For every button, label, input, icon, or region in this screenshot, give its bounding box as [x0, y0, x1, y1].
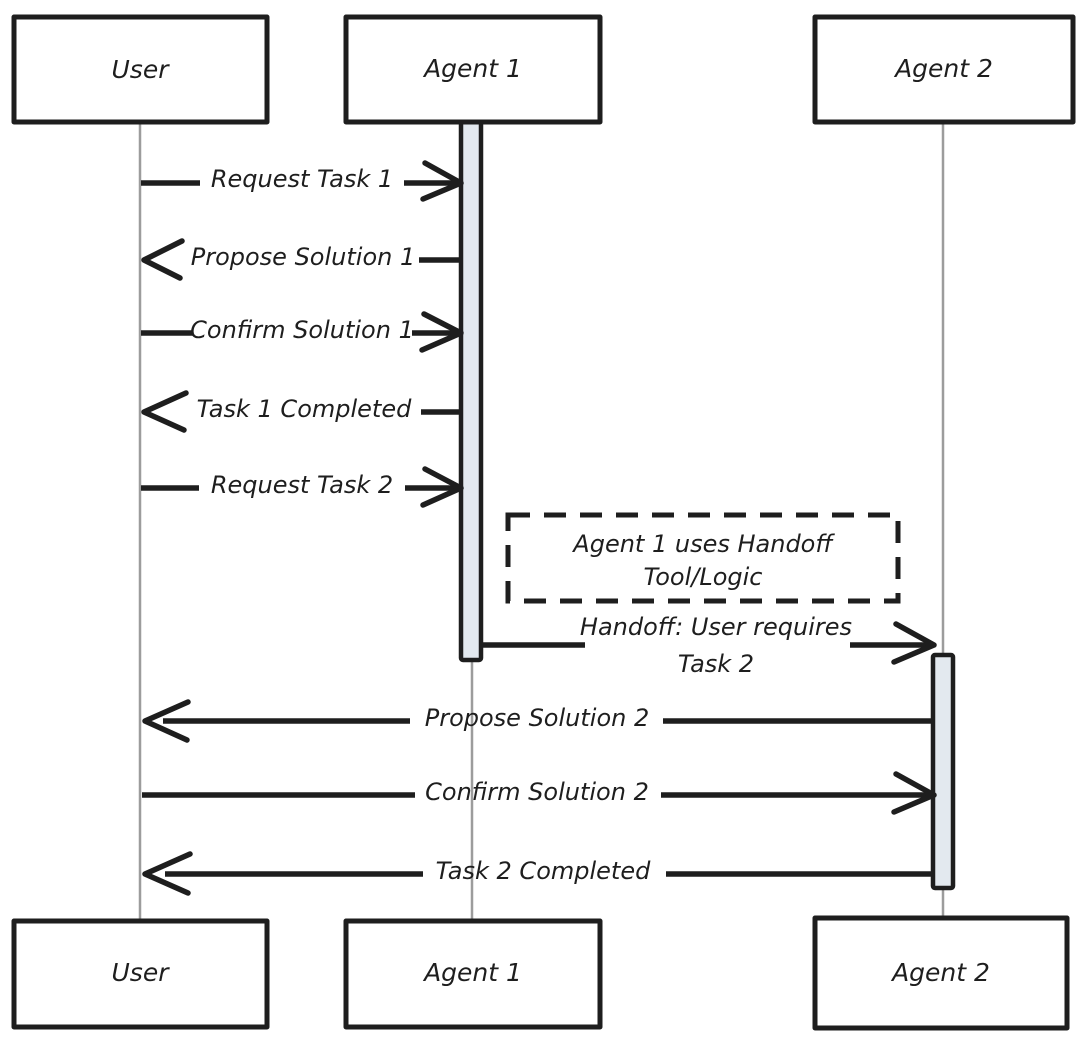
- note-label-line-2: Tool/Logic: [644, 563, 763, 591]
- message-handoff-user-requires-task-2[interactable]: Handoff: User requires Task 2: [483, 613, 937, 678]
- message-label-line-2: Task 2: [678, 650, 754, 678]
- participant-agent1-bottom[interactable]: Agent 1: [343, 918, 603, 1030]
- message-label: Propose Solution 2: [425, 704, 650, 732]
- participant-label: Agent 2: [893, 54, 993, 83]
- message-label: Request Task 1: [211, 165, 393, 193]
- message-task-2-completed[interactable]: Task 2 Completed: [142, 851, 932, 896]
- message-propose-solution-2[interactable]: Propose Solution 2: [142, 699, 932, 743]
- message-confirm-solution-1[interactable]: Confirm Solution 1: [141, 311, 464, 353]
- participant-box: [11, 14, 270, 125]
- arrowhead-right-icon: [891, 771, 937, 815]
- message-label: Confirm Solution 1: [190, 316, 414, 344]
- message-label: Propose Solution 1: [191, 243, 416, 271]
- participants-top: User Agent 1 Agent 2: [11, 14, 1076, 125]
- message-label: Task 1 Completed: [197, 395, 412, 423]
- arrowhead-left-icon: [142, 699, 191, 743]
- message-label: Task 2 Completed: [436, 857, 651, 885]
- arrowhead-left-icon: [141, 390, 189, 433]
- participant-label: User: [112, 958, 171, 987]
- message-label: Confirm Solution 2: [425, 778, 649, 806]
- participant-agent1-top[interactable]: Agent 1: [343, 14, 603, 125]
- message-task-1-completed[interactable]: Task 1 Completed: [141, 390, 460, 433]
- handoff-note: Agent 1 uses Handoff Tool/Logic: [505, 512, 901, 604]
- message-propose-solution-1[interactable]: Propose Solution 1: [141, 238, 460, 281]
- participant-box: [343, 918, 603, 1030]
- message-request-task-1[interactable]: Request Task 1: [141, 160, 464, 202]
- participant-label: User: [112, 55, 171, 84]
- participant-box: [343, 14, 603, 125]
- message-confirm-solution-2[interactable]: Confirm Solution 2: [142, 771, 937, 815]
- note-label-line-1: Agent 1 uses Handoff: [571, 530, 835, 558]
- participant-agent2-bottom[interactable]: Agent 2: [812, 915, 1070, 1031]
- arrowhead-right-icon: [420, 160, 464, 202]
- arrowhead-right-icon: [419, 311, 464, 353]
- activation-bars: [458, 119, 956, 891]
- activation-bar-agent2: [930, 652, 956, 891]
- participants-bottom: User Agent 1 Agent 2: [11, 915, 1070, 1031]
- participant-agent2-top[interactable]: Agent 2: [812, 14, 1076, 125]
- note-box: [505, 512, 901, 604]
- arrowhead-right-icon: [420, 466, 464, 508]
- arrowhead-left-icon: [142, 851, 193, 896]
- participant-box: [812, 915, 1070, 1031]
- activation-bar-agent1: [458, 119, 484, 663]
- message-label-line-1: Handoff: User requires: [580, 613, 852, 641]
- participant-label: Agent 2: [890, 958, 990, 987]
- participant-user-bottom[interactable]: User: [11, 918, 270, 1030]
- message-request-task-2[interactable]: Request Task 2: [141, 466, 464, 508]
- participant-label: Agent 1: [422, 958, 522, 987]
- participant-box: [11, 918, 270, 1030]
- participant-box: [812, 14, 1076, 125]
- arrowhead-left-icon: [141, 238, 185, 281]
- participant-user-top[interactable]: User: [11, 14, 270, 125]
- participant-label: Agent 1: [422, 54, 522, 83]
- message-label: Request Task 2: [211, 471, 393, 499]
- arrowhead-right-icon: [891, 621, 937, 665]
